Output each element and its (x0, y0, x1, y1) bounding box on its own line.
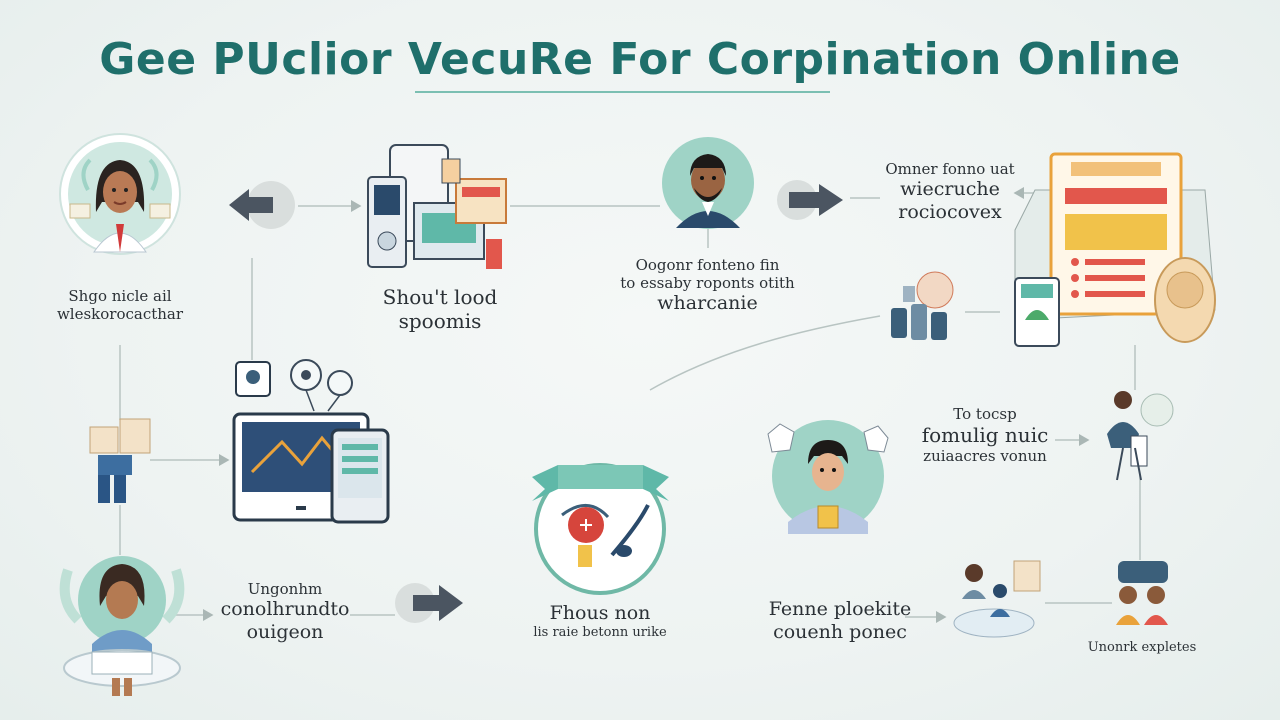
online-form-caption: Omner fonno uat wiecruche rociocovex (870, 160, 1030, 224)
boxes-node[interactable] (86, 415, 154, 505)
caption-line: wiecruche (900, 178, 1000, 200)
appliances-icon (367, 144, 507, 269)
caption-line: Fhous non (549, 602, 651, 624)
doctor-node[interactable] (58, 132, 183, 257)
woman-caption: Ungonhm conolhrundto ouigeon (210, 580, 360, 644)
computer-node[interactable] (232, 412, 392, 524)
eye-bubble-icon (290, 359, 353, 412)
caption-line: Fenne ploekite (768, 598, 912, 620)
connector-curve (649, 315, 881, 391)
caption-line: conolhrundto (220, 598, 350, 620)
page-title: Gee PUclior VecuRe For Corpination Onlin… (99, 34, 1181, 85)
arrow-right-icon (777, 180, 843, 220)
caption-line: zuiaacres vonun (923, 447, 1047, 465)
badge-caption: Fhous non lis raie betonn urike (505, 602, 695, 640)
lab-supplies-node[interactable] (885, 268, 965, 346)
arrow-right-icon (395, 583, 463, 623)
caption-line: fomulig nuic (921, 423, 1049, 447)
lab-group-node[interactable] (948, 555, 1048, 645)
lab-group-caption: Fenne ploekite couenh ponec (745, 598, 935, 644)
doctor-caption: Shgo nicle ail wleskorocacthar (40, 287, 200, 323)
people-node[interactable] (1108, 555, 1178, 630)
man-caption: Oogonr fonteno fin to essaby roponts oti… (600, 256, 815, 315)
researcher-node[interactable] (1095, 388, 1185, 483)
doctor-avatar-icon (59, 133, 181, 255)
people-group-icon (1116, 561, 1168, 625)
woman-avatar-icon (59, 556, 185, 696)
caption-line: couenh ponec (773, 620, 907, 643)
woman-node[interactable] (58, 540, 186, 702)
caption-line: spoomis (398, 309, 482, 333)
caption-line: Unonrk expletes (1087, 640, 1197, 655)
caption-line: To tocsp (953, 405, 1017, 423)
online-form-icon (1014, 152, 1216, 347)
caption-line: ouigeon (246, 620, 324, 643)
image-frame-icon-wrap (234, 360, 272, 398)
caption-line: to essaby roponts otith (620, 274, 795, 292)
lab-group-icon (953, 560, 1041, 638)
caption-line: wharcanie (657, 292, 758, 314)
badge-node[interactable] (528, 455, 673, 595)
eye-bubble-icon-wrap (288, 355, 358, 413)
online-form-node[interactable] (995, 150, 1217, 350)
computer-icon (232, 412, 390, 524)
back-arrow-button[interactable] (225, 177, 297, 233)
medical-badge-icon (532, 463, 669, 595)
man-node[interactable] (658, 136, 758, 231)
caption-line: Ungonhm (247, 580, 323, 598)
appliances-node[interactable] (362, 143, 512, 273)
forward-arrow-button-bottom[interactable] (393, 579, 465, 627)
arrow-left-icon (229, 181, 295, 229)
image-frame-icon (235, 361, 271, 397)
boy-avatar-icon (767, 420, 889, 534)
appliances-caption: Shou't lood spoomis (355, 285, 525, 333)
caption-line: rociocovex (898, 200, 1002, 223)
boxes-person-icon (89, 418, 151, 503)
caption-line: wleskorocacthar (56, 305, 184, 323)
boy-caption: To tocsp fomulig nuic zuiaacres vonun (905, 405, 1065, 465)
forward-arrow-button[interactable] (775, 178, 847, 222)
lab-supplies-icon (891, 271, 954, 340)
caption-line: Omner fonno uat (885, 160, 1015, 178)
caption-line: Shgo nicle ail (68, 287, 172, 305)
researcher-icon (1107, 391, 1174, 481)
caption-line: Oogonr fonteno fin (635, 256, 780, 274)
man-avatar-icon (662, 137, 754, 229)
boy-node[interactable] (760, 410, 895, 540)
people-caption: Unonrk expletes (1072, 640, 1212, 656)
caption-line: Shou't lood (382, 285, 498, 309)
caption-line: lis raie betonn urike (533, 624, 667, 640)
